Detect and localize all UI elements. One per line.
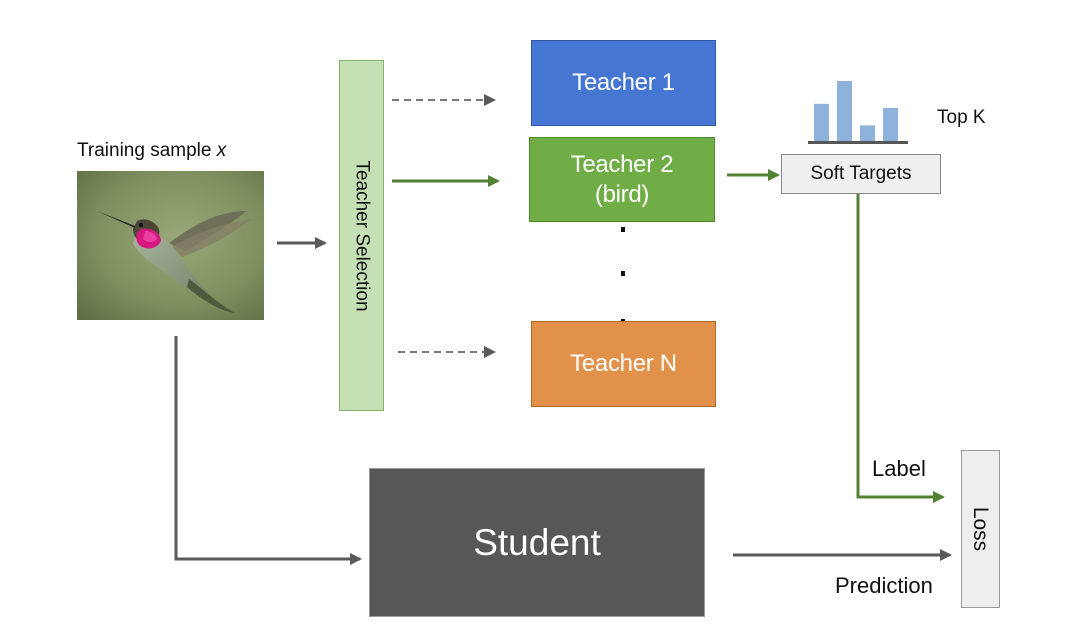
teacher-2-subtitle: (bird) <box>594 180 650 208</box>
ellipsis-dot <box>621 271 625 276</box>
ellipsis-dot <box>621 227 625 232</box>
arrow-sample-to-student <box>174 336 362 565</box>
top-k-label: Top K <box>937 107 986 128</box>
teacher-n-box: Teacher N <box>531 321 716 407</box>
teacher-2-box: Teacher 2 (bird) <box>529 137 715 222</box>
teacher-selection-label: Teacher Selection <box>351 159 373 312</box>
top-k-bar <box>883 108 898 141</box>
soft-targets-label: Soft Targets <box>810 163 912 184</box>
teacher-2-label: Teacher 2 <box>570 150 674 178</box>
student-box: Student <box>369 468 705 617</box>
teacher-n-label: Teacher N <box>570 350 677 377</box>
hummingbird-photo-icon <box>77 171 264 320</box>
top-k-bar <box>814 103 829 141</box>
loss-label: Loss <box>969 506 993 552</box>
teacher-1-box: Teacher 1 <box>531 40 716 126</box>
soft-targets-box: Soft Targets <box>781 154 941 194</box>
prediction-edge-label: Prediction <box>835 573 933 598</box>
training-sample-label: Training sample x <box>77 140 226 162</box>
arrow-soft-targets-to-loss <box>856 194 945 503</box>
top-k-bar <box>860 125 875 141</box>
training-sample-text: Training sample <box>77 140 212 161</box>
loss-box: Loss <box>961 450 1000 608</box>
label-edge-label: Label <box>872 456 926 481</box>
student-label: Student <box>473 521 601 563</box>
top-k-bar <box>837 81 852 141</box>
teacher-1-label: Teacher 1 <box>572 69 675 96</box>
top-k-bar-chart <box>808 81 908 144</box>
sample-variable: x <box>216 140 227 161</box>
teacher-selection-box: Teacher Selection <box>339 60 384 411</box>
